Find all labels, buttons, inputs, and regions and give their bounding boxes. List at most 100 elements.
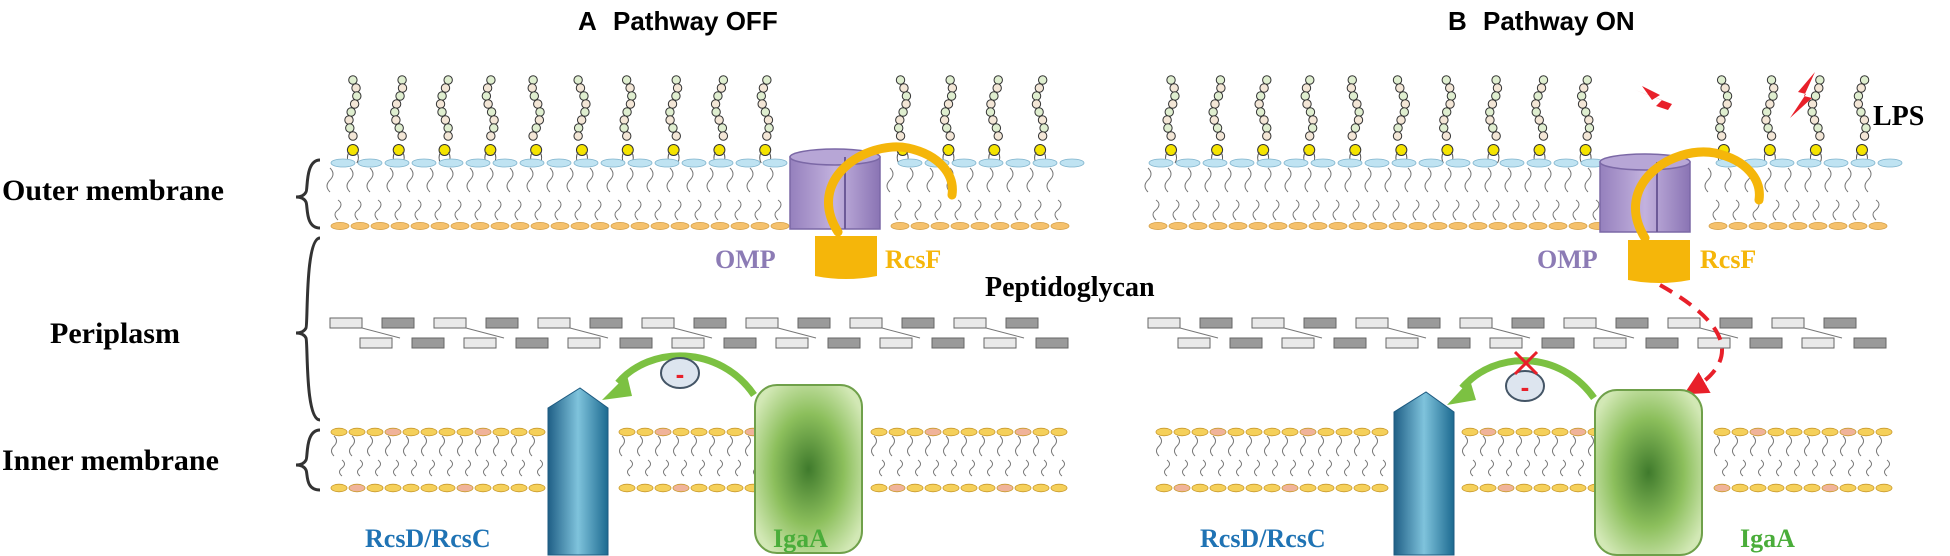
lipid-head-bottom xyxy=(474,483,492,493)
lipid-head-outer xyxy=(1769,158,1795,168)
lipid-head-bottom xyxy=(1857,483,1875,493)
lipid-tail xyxy=(1210,435,1224,477)
lipid-tail xyxy=(726,167,742,221)
lipid-head-outer xyxy=(1499,158,1525,168)
lipid-head-outer xyxy=(1059,158,1085,168)
lipid-head-top xyxy=(1227,427,1245,437)
lipid-head-top xyxy=(978,427,996,437)
lipid-head-top xyxy=(618,427,636,437)
lipid-tail xyxy=(1156,435,1170,477)
lipid-tail xyxy=(1544,167,1560,221)
lps-head xyxy=(1257,144,1270,156)
lipid-head-top xyxy=(906,427,924,437)
rcsd-rcsc-a xyxy=(547,387,609,556)
lipid-head-outer xyxy=(1877,158,1903,168)
lps-head xyxy=(1809,144,1822,156)
lipid-head-bottom xyxy=(960,483,978,493)
rcsf-lipid-arm-a xyxy=(824,142,957,237)
lipid-head-top xyxy=(1155,427,1173,437)
glycan-strand xyxy=(1645,337,1679,349)
lipid-head-bottom xyxy=(1569,483,1587,493)
lipid-tail xyxy=(1462,435,1476,477)
lipid-tail xyxy=(626,167,642,221)
inner-membrane-a xyxy=(330,427,1068,493)
lps-head xyxy=(1855,144,1868,156)
lipid-head-bottom xyxy=(708,483,726,493)
lipid-head-bottom xyxy=(1014,483,1032,493)
lipid-tail xyxy=(1264,167,1280,221)
lipid-head-outer xyxy=(465,158,491,168)
lipid-tail xyxy=(1192,435,1206,477)
glycan-strand xyxy=(1489,337,1523,349)
lipid-head-bottom xyxy=(510,483,528,493)
lipid-head-inner xyxy=(1388,221,1408,230)
glycan-strand xyxy=(1303,317,1337,329)
lipid-head-bottom xyxy=(1767,483,1785,493)
lipid-head-inner xyxy=(450,221,470,230)
lipid-head-inner xyxy=(1488,221,1508,230)
lipid-head-inner xyxy=(1828,221,1848,230)
lipid-head-top xyxy=(1461,427,1479,437)
lipid-head-outer xyxy=(1823,158,1849,168)
lipid-head-inner xyxy=(1308,221,1328,230)
lipid-tail xyxy=(925,435,939,477)
lipid-head-inner xyxy=(410,221,430,230)
lipid-head-top xyxy=(924,427,942,437)
lps-head xyxy=(713,144,726,156)
lipid-tail xyxy=(1026,167,1042,221)
lipid-tail xyxy=(1750,435,1764,477)
lipid-tail xyxy=(986,167,1002,221)
lipid-head-inner xyxy=(1328,221,1348,230)
blocked-inhibition-cross-b xyxy=(1513,350,1539,376)
lipid-head-inner xyxy=(770,221,790,230)
lipid-tail xyxy=(746,167,762,221)
lipid-tail xyxy=(1858,435,1872,477)
glycan-strand xyxy=(693,317,727,329)
lipid-head-bottom xyxy=(1173,483,1191,493)
lipid-head-bottom xyxy=(1461,483,1479,493)
lipid-head-outer xyxy=(708,158,734,168)
lipid-tail xyxy=(367,435,381,477)
lps-molecule xyxy=(710,75,729,164)
lipid-tail xyxy=(1480,435,1494,477)
lps-molecule xyxy=(1439,75,1457,164)
lipid-head-bottom xyxy=(1050,483,1068,493)
lipid-head-top xyxy=(1335,427,1353,437)
lipid-tail xyxy=(871,435,885,477)
rcsf-label-b: RcsF xyxy=(1700,245,1756,274)
omp-label-a: OMP xyxy=(715,245,776,274)
outer-membrane-a xyxy=(326,75,1085,230)
lipid-tail xyxy=(1364,167,1380,221)
glycan-strand xyxy=(433,317,467,329)
lipid-head-outer xyxy=(357,158,383,168)
rcsf-a xyxy=(815,142,957,279)
lipid-head-top xyxy=(1299,427,1317,437)
lipid-head-inner xyxy=(610,221,630,230)
lps-head xyxy=(530,144,543,156)
lipid-head-outer xyxy=(438,158,464,168)
lipid-head-top xyxy=(1245,427,1263,437)
lipid-tail xyxy=(1764,167,1780,221)
lipid-head-outer xyxy=(654,158,680,168)
lipid-tail xyxy=(493,435,507,477)
glycan-strand xyxy=(485,317,519,329)
lipid-head-outer xyxy=(1553,158,1579,168)
glycan-strand xyxy=(515,337,549,349)
inhibit-sign-a: - xyxy=(676,359,685,389)
lipid-tail xyxy=(475,435,489,477)
peptide-crosslink xyxy=(361,327,401,339)
outer-membrane-brace xyxy=(295,158,321,230)
lipid-head-top xyxy=(1803,427,1821,437)
lipid-head-inner xyxy=(950,221,970,230)
lps-molecule xyxy=(1162,75,1180,164)
lipid-head-inner xyxy=(390,221,410,230)
glycan-strand xyxy=(1823,317,1857,329)
lipid-tail xyxy=(637,435,651,477)
lipid-tail xyxy=(1354,435,1368,477)
lipid-head-bottom xyxy=(1749,483,1767,493)
lipid-head-inner xyxy=(1408,221,1428,230)
glycan-strand xyxy=(745,317,779,329)
lipid-head-top xyxy=(528,427,546,437)
lipid-tail xyxy=(1228,435,1242,477)
lipid-head-top xyxy=(726,427,744,437)
